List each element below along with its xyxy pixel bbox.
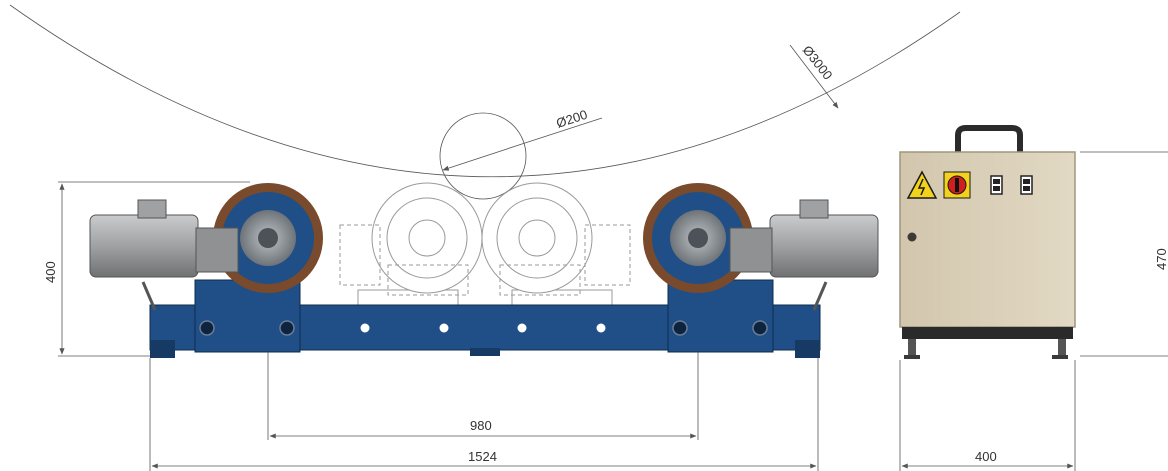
- high-voltage-warning-icon: [906, 170, 938, 199]
- vessel-outline: [9, 4, 961, 178]
- left-drive-unit: [89, 183, 323, 311]
- base-bolt-holes: [360, 323, 606, 333]
- control-cabinet: [899, 125, 1076, 359]
- cabinet-height-dimension: 470: [1080, 151, 1168, 357]
- center-distance-dimension: 980: [267, 352, 699, 440]
- door-lock-icon: [907, 232, 917, 242]
- cabinet-width-dimension: 400: [899, 360, 1076, 471]
- center-distance-label: 980: [470, 418, 492, 433]
- small-pipe-outline: [439, 112, 527, 200]
- small-diameter-label: Ø200: [554, 107, 589, 131]
- overall-length-label: 1524: [468, 449, 497, 464]
- cabinet-width-label: 400: [975, 449, 997, 464]
- cabinet-height-label: 470: [1154, 248, 1168, 270]
- right-drive-unit: [643, 183, 879, 311]
- vessel-diameter-label: Ø3000: [800, 43, 836, 83]
- main-switch-icon: [943, 171, 971, 199]
- base-frame: [149, 279, 821, 358]
- height-label: 400: [43, 261, 58, 283]
- height-dimension: 400: [43, 181, 250, 357]
- indicator-buttons: [990, 175, 1033, 195]
- vessel-diameter-dimension: Ø3000: [789, 43, 839, 109]
- overall-length-dimension: 1524: [149, 358, 819, 471]
